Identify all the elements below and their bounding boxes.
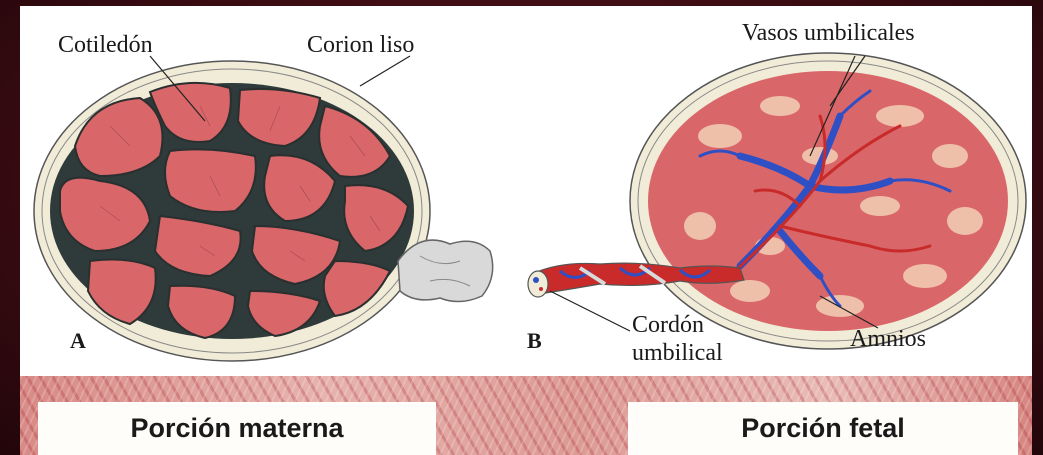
caption-fetal-text: Porción fetal: [741, 413, 905, 444]
label-smooth-chorion: Corion liso: [307, 32, 414, 58]
caption-fetal-portion: Porción fetal: [628, 402, 1018, 455]
cord-cut-end: [528, 271, 548, 297]
cord-cut-artery: [539, 287, 543, 291]
label-panel-b: B: [527, 328, 542, 354]
fetal-placenta: [528, 53, 1026, 349]
leader-smooth-chorion: [360, 56, 410, 86]
label-cotyledon: Cotiledón: [58, 32, 153, 58]
placenta-drawing: [20, 6, 1032, 376]
label-panel-a: A: [70, 328, 86, 354]
maternal-placenta: [34, 56, 493, 361]
label-umbilical-cord-line1: Cordón: [632, 312, 704, 338]
label-umbilical-cord-line2: umbilical: [632, 340, 723, 366]
cord-cut-vein: [533, 277, 539, 283]
leader-cord: [550, 291, 630, 331]
umbilical-cord-stump-a: [398, 240, 493, 301]
caption-maternal-text: Porción materna: [130, 413, 343, 444]
caption-maternal-portion: Porción materna: [38, 402, 436, 455]
placenta-illustration: Cotiledón Corion liso Vasos umbilicales …: [20, 6, 1032, 376]
cotyledon-lobe: [165, 149, 256, 212]
label-amnion: Amnios: [850, 326, 926, 352]
label-umbilical-vessels: Vasos umbilicales: [742, 20, 915, 46]
